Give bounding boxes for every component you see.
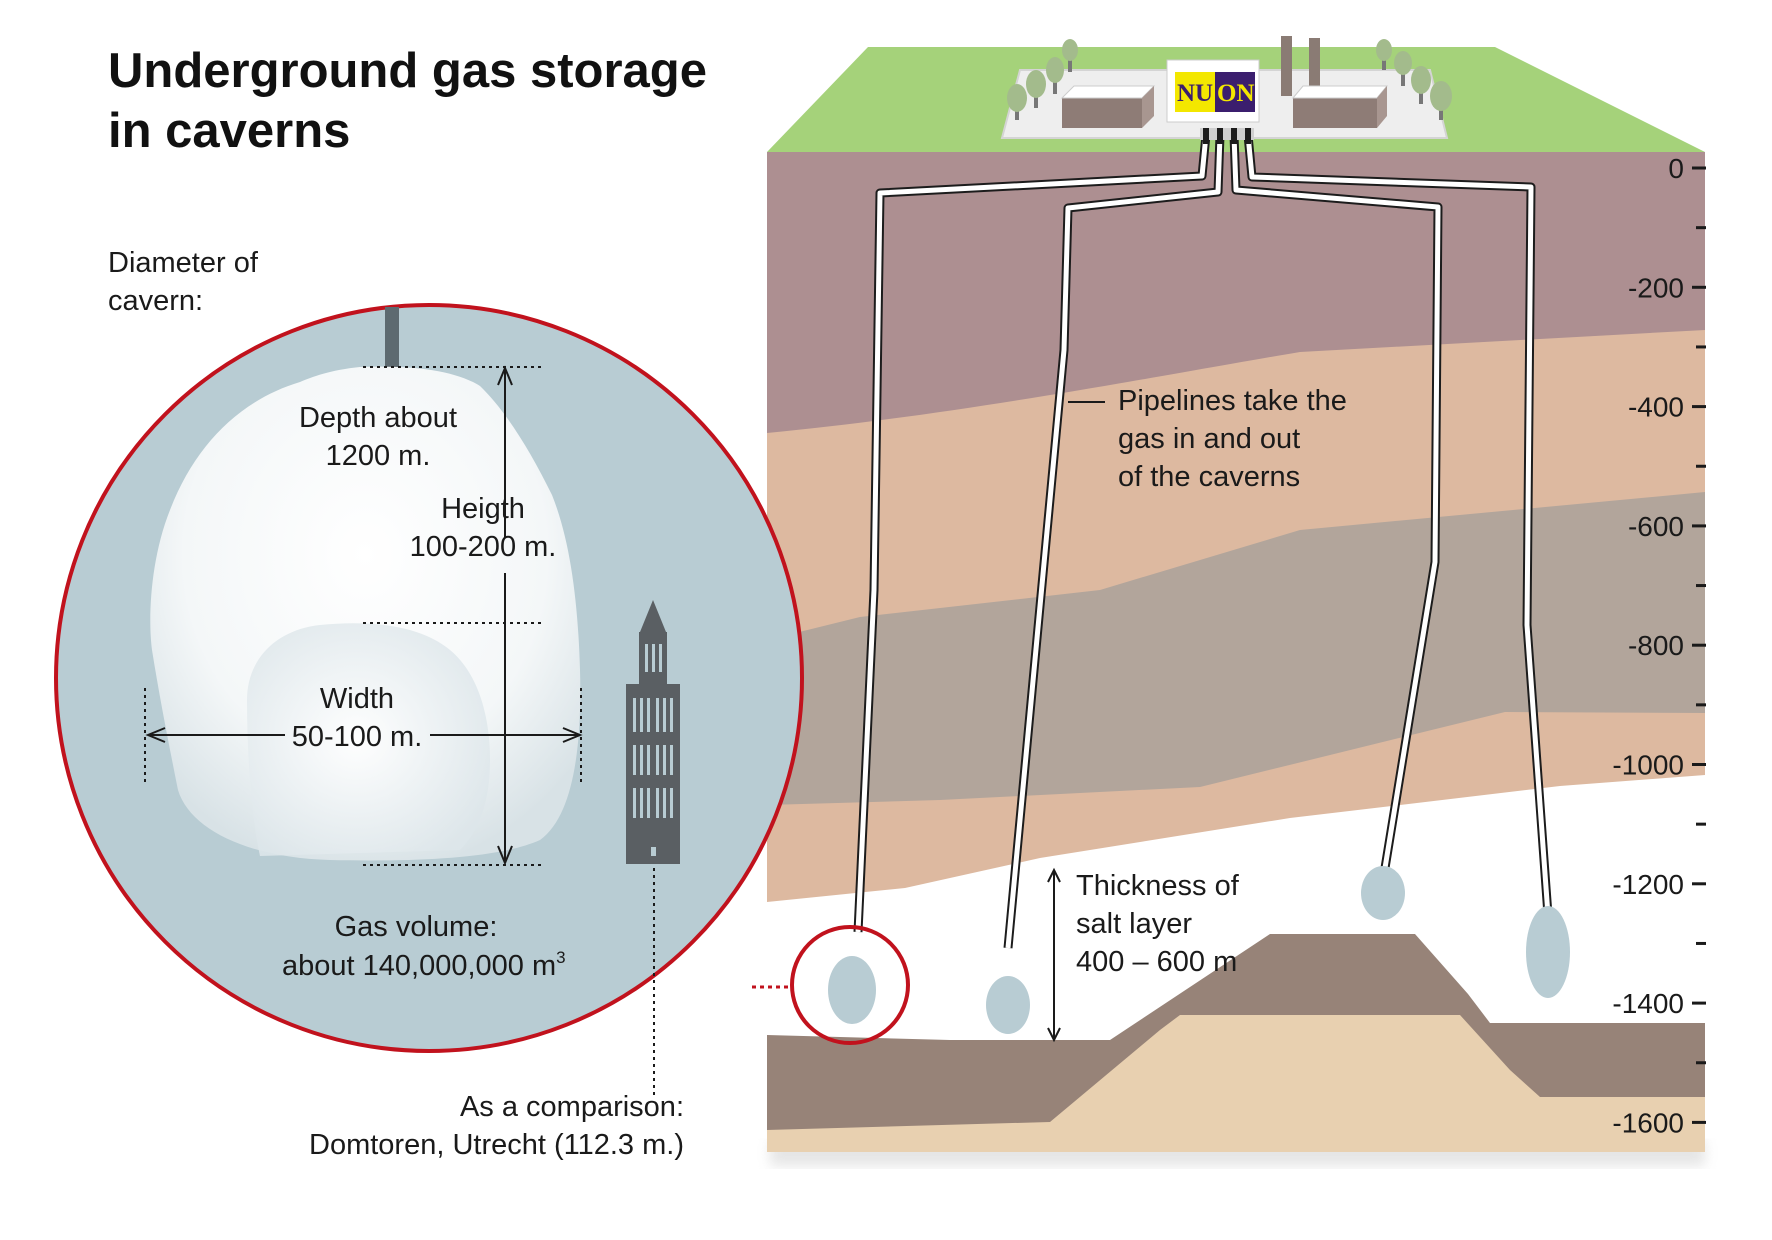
cavern-inset: Diameter of cavern: (54, 247, 804, 1161)
salt-thickness-label: Thickness of salt layer 400 – 600 m (1076, 870, 1240, 978)
salt-label-line-2: salt layer (1076, 908, 1192, 940)
volume-label-line-1: Gas volume: (335, 911, 498, 943)
cavern-2 (986, 976, 1030, 1034)
height-label-line-1: Heigth (441, 493, 525, 525)
title-line-1: Underground gas storage (108, 44, 707, 98)
width-label-line-2: 50-100 m. (292, 721, 423, 753)
domtoren-tower-icon (626, 600, 680, 864)
depth-label-line-2: 1200 m. (326, 440, 431, 472)
depth-tick-label: -200 (1628, 272, 1684, 303)
depth-tick-label: 0 (1668, 153, 1684, 184)
salt-thickness-arrow (1047, 867, 1061, 1043)
trees (1007, 39, 1452, 120)
depth-tick-label: -1600 (1612, 1107, 1684, 1138)
logo-text-nu: NU (1177, 80, 1213, 107)
cavern-1 (828, 956, 876, 1024)
tree-icon (1376, 39, 1392, 70)
title-line-2: in caverns (108, 104, 350, 158)
comparison-label-line-1: As a comparison: (460, 1091, 684, 1123)
building-right (1293, 98, 1377, 128)
height-label-line-2: 100-200 m. (410, 531, 557, 563)
pipelines-label-line-3: of the caverns (1118, 461, 1300, 493)
tree-icon (1394, 51, 1412, 86)
depth-scale: 0 -200 -400 -600 -800 -1000 -1200 -1400 -1600 (1612, 153, 1706, 1138)
diameter-label-line-1: Diameter of (108, 247, 259, 279)
depth-ticks: 0 -200 -400 -600 -800 -1000 -1200 -1400 -1600 (1612, 153, 1706, 1138)
logo-text-on: ON (1217, 80, 1255, 107)
measurement-guides (144, 366, 655, 1095)
volume-label-line-2: about 140,000,000 m3 (282, 948, 566, 982)
cavern-inner-dome (247, 623, 490, 856)
height-arrow (497, 365, 513, 866)
pipelines (853, 134, 1553, 949)
pipelines-label-line-2: gas in and out (1118, 423, 1300, 455)
pipelines-label: Pipelines take the gas in and out of the… (1068, 385, 1347, 493)
chimney-right (1309, 38, 1320, 96)
depth-tick-label: -800 (1628, 630, 1684, 661)
caverns (828, 866, 1570, 1034)
depth-tick-label: -600 (1628, 511, 1684, 542)
depth-tick-label: -400 (1628, 392, 1684, 423)
width-arrow (145, 727, 583, 743)
width-label-line-1: Width (320, 683, 394, 715)
title: Underground gas storage in caverns (108, 44, 707, 158)
pipe-heads (1200, 128, 1254, 144)
cavern-3 (1361, 866, 1405, 920)
depth-tick-label: -1000 (1612, 750, 1684, 781)
salt-label-line-3: 400 – 600 m (1076, 946, 1237, 978)
base-sand (767, 1015, 1705, 1152)
well-shaft-icon (385, 307, 399, 379)
tree-icon (1046, 57, 1064, 94)
tree-icon (1007, 84, 1027, 120)
tree-icon (1430, 81, 1452, 120)
tree-icon (1026, 70, 1046, 108)
tree-icon (1062, 39, 1078, 72)
chimney-left (1281, 36, 1292, 96)
salt-label-line-1: Thickness of (1076, 870, 1240, 902)
cavern-4 (1526, 906, 1570, 998)
tree-icon (1411, 66, 1431, 104)
depth-label-line-1: Depth about (299, 402, 457, 434)
highlight-circle (790, 925, 910, 1045)
depth-tick-label: -1200 (1612, 869, 1684, 900)
comparison-label-line-2: Domtoren, Utrecht (112.3 m.) (309, 1129, 684, 1161)
facility: NU ON (1000, 36, 1452, 144)
building-left (1062, 98, 1142, 128)
nuon-logo: NU ON (1175, 72, 1255, 112)
diameter-label-line-2: cavern: (108, 285, 203, 317)
depth-tick-label: -1400 (1612, 988, 1684, 1019)
cross-section: NU ON (752, 36, 1705, 1166)
pipelines-label-line-1: Pipelines take the (1118, 385, 1347, 417)
